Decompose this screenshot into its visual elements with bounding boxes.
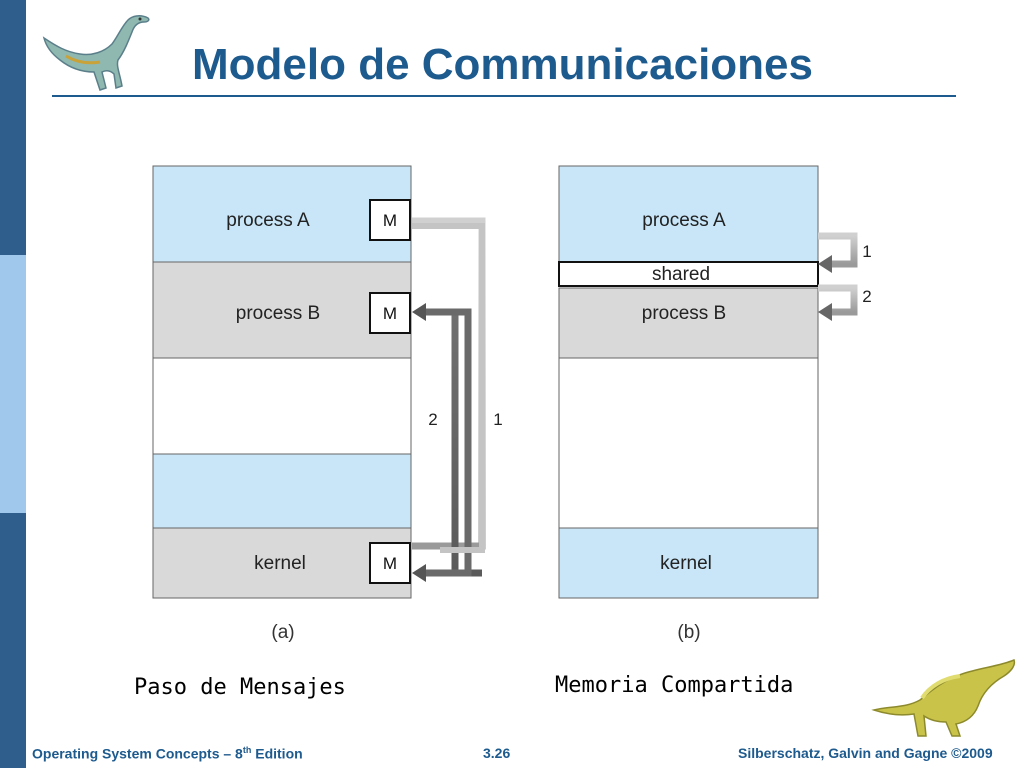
memory-process-b-block <box>152 261 412 359</box>
arrow-2-path <box>426 308 482 577</box>
process-a-label: process A <box>226 210 310 231</box>
shm-shared-block <box>558 261 819 287</box>
shm-process-a-label: process A <box>642 210 726 231</box>
message-box-b <box>369 292 411 334</box>
shm-process-b-label: process B <box>642 303 726 324</box>
shm-arrow-2-path <box>818 284 858 316</box>
memory-process-a-block <box>152 165 412 263</box>
shm-shared-label: shared <box>652 264 710 285</box>
memory-kernel-block <box>152 527 412 599</box>
arrow-2-outer <box>420 308 472 577</box>
shm-kernel-label: kernel <box>660 553 712 574</box>
dinosaur-footer-icon <box>871 658 1016 737</box>
memory-blue-block <box>152 453 412 529</box>
message-passing-diagram: process A process B kernel M M M 2 1 (a) <box>152 165 503 643</box>
shm-arrow-1-head <box>818 255 832 273</box>
dinosaur-logo-icon <box>42 15 150 91</box>
footer-page-number: 3.26 <box>483 745 511 761</box>
memory-free-block <box>152 357 412 455</box>
shm-process-a-block <box>558 165 819 263</box>
footer-authors: Silberschatz, Galvin and Gagne ©2009 <box>738 745 993 761</box>
communication-models-diagram: process A process B kernel M M M 2 1 (a)… <box>152 165 872 643</box>
arrow-2-head <box>412 303 426 321</box>
left-sidebar-accent <box>0 255 26 513</box>
process-b-label: process B <box>236 303 320 324</box>
footer-book-title: Operating System Concepts – 8th Edition <box>32 745 303 762</box>
shm-process-b-block <box>558 287 819 359</box>
message-box-a <box>369 199 411 241</box>
caption-shared-memory: Memoria Compartida <box>555 673 794 698</box>
diagram-b-label: (b) <box>677 622 700 643</box>
shm-arrow-1-path <box>818 232 858 268</box>
arrow-1-head <box>412 564 426 582</box>
shm-arrow-1-number: 1 <box>862 242 871 261</box>
shm-arrow-2-number: 2 <box>862 287 871 306</box>
arrow-2-number: 2 <box>428 410 437 429</box>
kernel-label: kernel <box>254 553 306 574</box>
arrow-1-number: 1 <box>493 410 502 429</box>
caption-message-passing: Paso de Mensajes <box>134 675 346 700</box>
shm-kernel-block <box>558 527 819 599</box>
shm-arrow-2-head <box>818 303 832 321</box>
title-divider <box>52 95 956 97</box>
shm-free-block <box>558 357 819 529</box>
arrow-1-outer <box>412 223 485 553</box>
message-box-kernel-label: M <box>383 554 397 573</box>
page-title: Modelo de Communicaciones <box>192 40 813 89</box>
message-box-kernel <box>369 542 411 584</box>
message-box-a-label: M <box>383 211 397 230</box>
diagram-a-label: (a) <box>271 622 294 643</box>
message-box-b-label: M <box>383 304 397 323</box>
shared-memory-diagram: process A shared process B kernel 1 2 (b… <box>558 165 872 643</box>
